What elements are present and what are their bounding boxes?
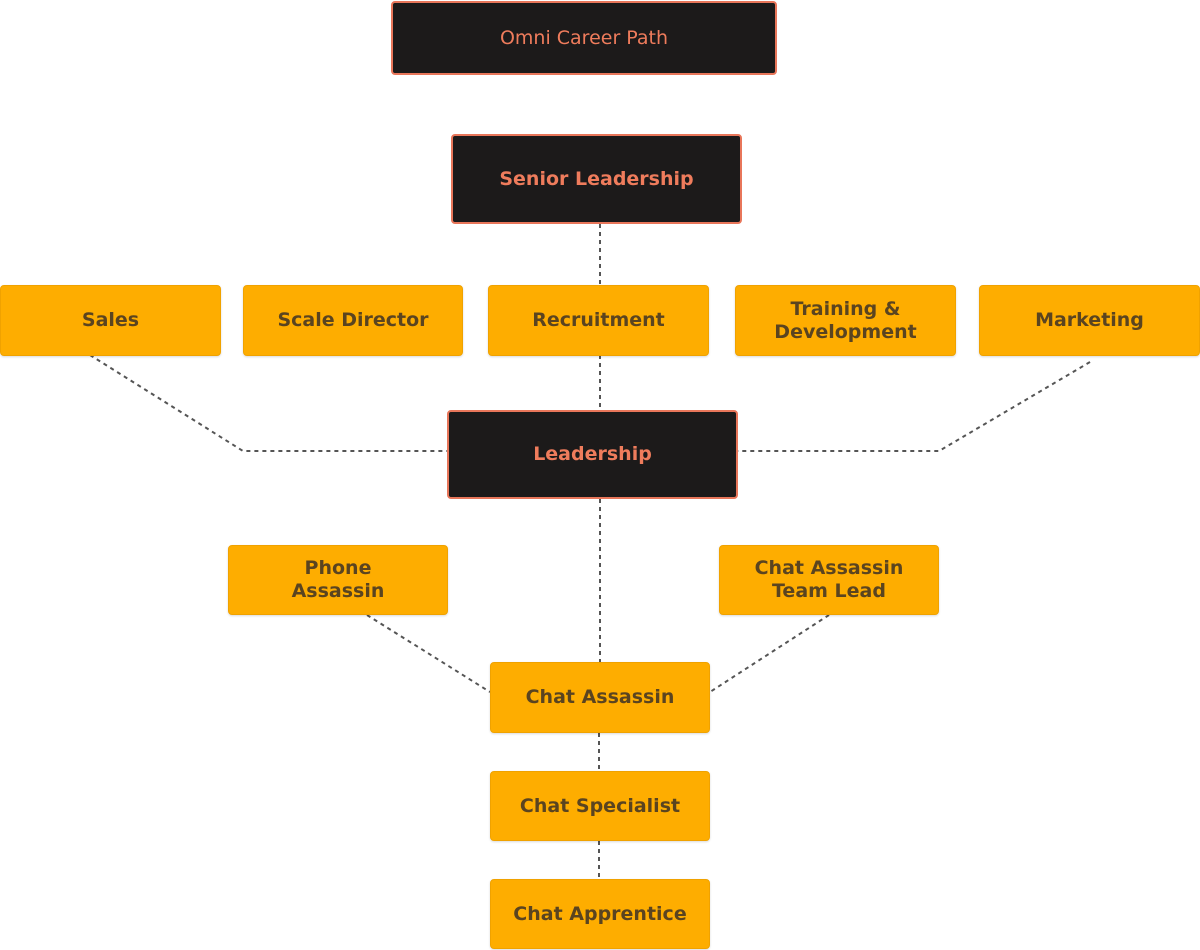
edge-team-lead-to-chat-assassin [709,614,830,693]
edge-phone-assassin-to-chat-assassin [366,614,491,693]
edge-sales-to-leadership [89,354,447,452]
node-label: Omni Career Path [499,26,669,49]
node-label: Phone Assassin [291,557,385,602]
node-leadership: Leadership [447,410,738,499]
node-sales: Sales [0,285,221,356]
edge-marketing-to-leadership [738,361,1091,452]
node-label: Marketing [1035,309,1144,332]
node-senior-leadership: Senior Leadership [451,134,742,224]
node-label: Chat Assassin [525,686,675,709]
node-label: Chat Assassin Team Lead [754,557,904,602]
node-label: Senior Leadership [499,167,694,190]
node-chat-apprentice: Chat Apprentice [490,879,710,949]
node-recruitment: Recruitment [488,285,709,356]
node-phone-assassin: Phone Assassin [228,545,448,615]
node-label: Leadership [533,443,652,466]
node-chat-assassin: Chat Assassin [490,662,710,733]
node-training-development: Training & Development [735,285,956,356]
node-label: Chat Specialist [519,794,681,817]
node-label: Sales [81,309,140,332]
node-label: Scale Director [277,309,429,332]
node-label: Recruitment [532,309,665,332]
node-label: Training & Development [774,297,917,343]
node-omni-career-path: Omni Career Path [391,1,777,75]
node-scale-director: Scale Director [243,285,463,356]
node-label: Chat Apprentice [513,902,687,925]
node-chat-assassin-team-lead: Chat Assassin Team Lead [719,545,939,615]
node-marketing: Marketing [979,285,1200,356]
node-chat-specialist: Chat Specialist [490,771,710,841]
